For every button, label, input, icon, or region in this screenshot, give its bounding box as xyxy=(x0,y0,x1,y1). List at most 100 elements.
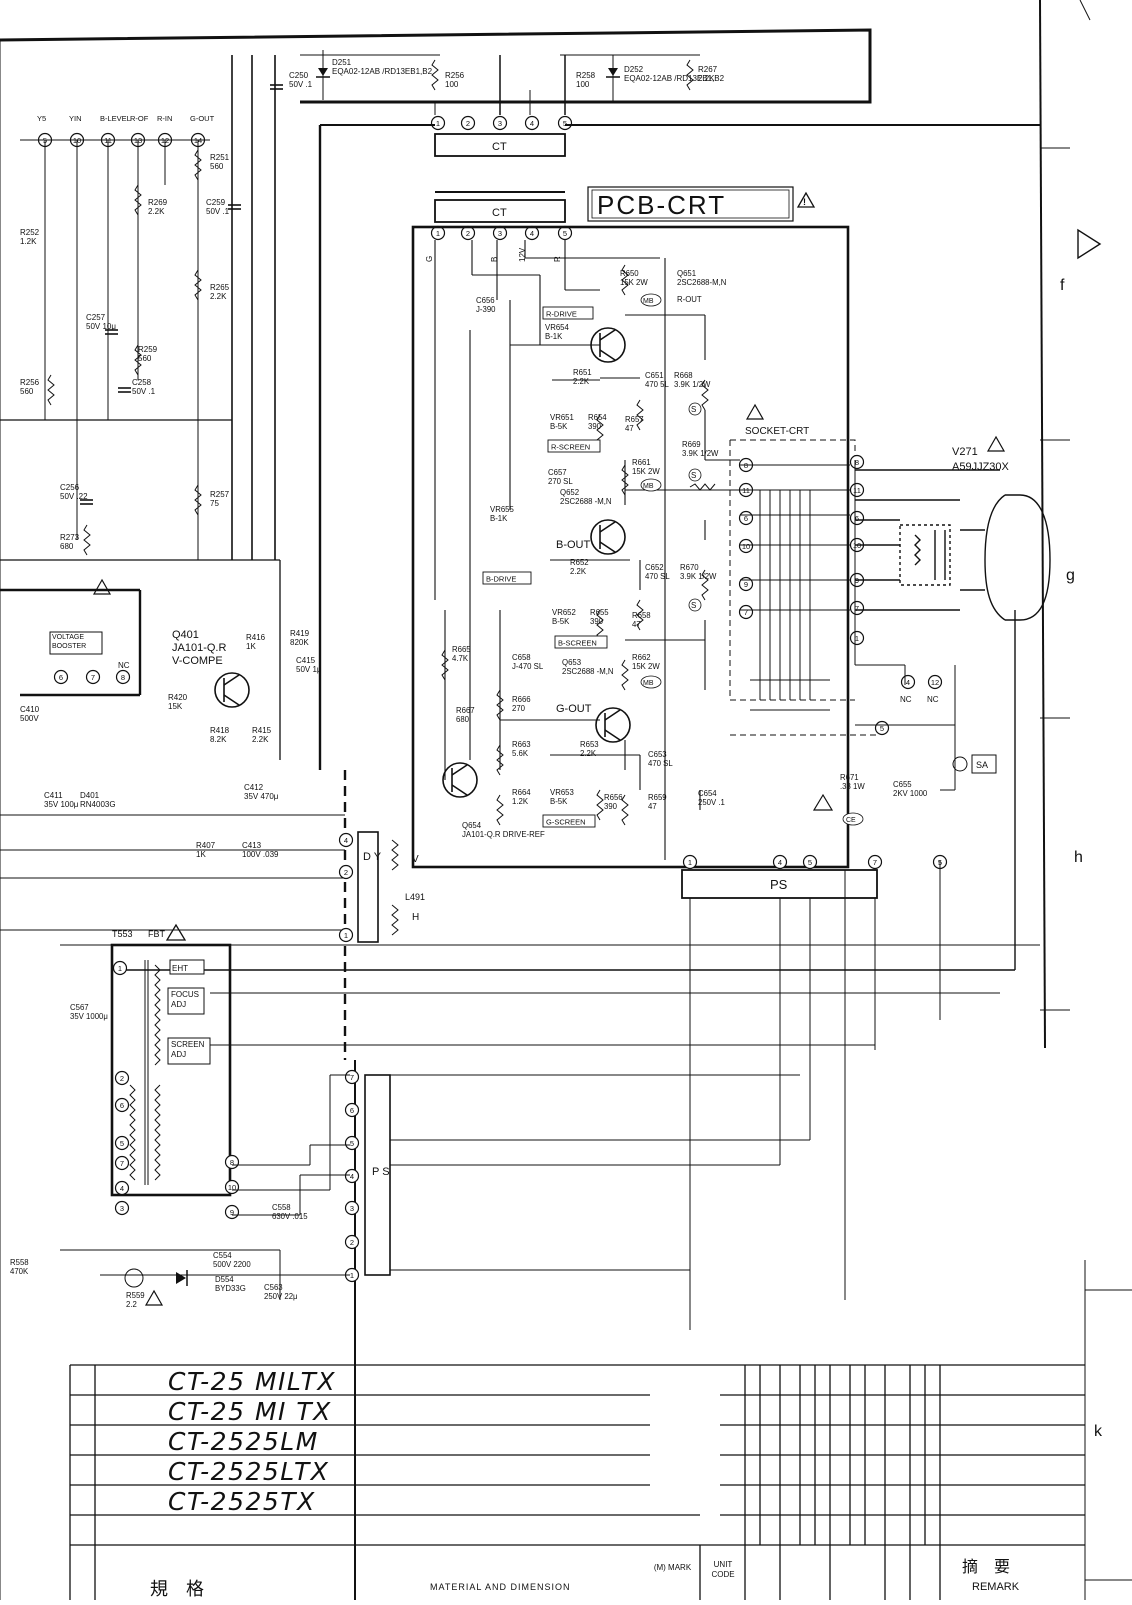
component-ref: R420 xyxy=(168,693,188,702)
component-ref: R655 xyxy=(590,608,609,617)
ct-top-pin: 1 xyxy=(430,115,446,131)
ct-top-pin-num: 3 xyxy=(498,119,502,128)
component-value: J-390 xyxy=(476,305,496,314)
socket-right-pin-num: 11 xyxy=(853,486,861,495)
component-ref: C415 xyxy=(296,656,316,665)
component-ref: R265 xyxy=(210,283,230,292)
q401-part: JA101-Q.R xyxy=(172,642,226,654)
coil-label: L491 xyxy=(405,892,425,902)
ps-left-pin-num: 2 xyxy=(350,1238,354,1247)
socket-right-pin: 7 xyxy=(849,600,865,616)
grid-letter: k xyxy=(1094,1423,1103,1440)
model-name: CT-2525LM xyxy=(168,1427,319,1456)
ps-left-pin-num: 5 xyxy=(350,1139,354,1148)
ps-pin: 4 xyxy=(772,854,788,870)
fbt-right-pin: 9 xyxy=(224,1204,240,1220)
socket-right-pin-num: 6 xyxy=(855,514,859,523)
fbt-left-pin: 2 xyxy=(114,1070,130,1086)
dy-pin-num: 4 xyxy=(344,836,348,845)
ps-left-pin-num: 7 xyxy=(350,1073,354,1082)
fbt-right-pin-num: 9 xyxy=(230,1208,234,1217)
component-ref: C652 xyxy=(645,563,664,572)
component-value: 390 xyxy=(588,422,602,431)
ct-bottom-pin-num: 1 xyxy=(436,229,440,238)
ps-pin: 7 xyxy=(867,854,883,870)
ct-bottom-pin-num: 2 xyxy=(466,229,470,238)
component-ref: C653 xyxy=(648,750,667,759)
fbt-left-pin-num: 7 xyxy=(120,1159,124,1168)
component-ref: R654 xyxy=(588,413,607,422)
component-value: 2.2K xyxy=(580,749,597,758)
socket-label: SOCKET-CRT xyxy=(745,426,809,437)
component-ref: R662 xyxy=(632,653,651,662)
component-ref: C412 xyxy=(244,783,264,792)
component-value: 2SC2688 -M,N xyxy=(560,497,612,506)
socket-left-pin-num: 9 xyxy=(744,580,748,589)
component-ref: R269 xyxy=(148,198,168,207)
component-ref: R670 xyxy=(680,563,699,572)
crt-tube-icon xyxy=(120,469,1051,971)
component-ref: R252 xyxy=(20,228,40,237)
ps-pin-num: 4 xyxy=(778,858,782,867)
fbt-left-pin: 7 xyxy=(114,1155,130,1171)
ps-left-pin: 4 xyxy=(344,1168,360,1184)
component-ref: R558 xyxy=(10,1258,29,1267)
b-screen-tag: B-SCREEN xyxy=(558,639,597,648)
component-value: 100 xyxy=(445,80,459,89)
component-value: 75 xyxy=(210,499,219,508)
component-value: 470 SL xyxy=(645,572,670,581)
socket-right-pin: 8 xyxy=(849,454,865,470)
component-value: 2.2K xyxy=(573,377,590,386)
socket-right-pin: 1 xyxy=(849,630,865,646)
component-ref: R667 xyxy=(456,706,475,715)
socket-left-pin: 6 xyxy=(738,510,754,526)
booster-pin: 6 xyxy=(53,669,69,685)
component-value: B-5K xyxy=(552,617,570,626)
mb-mark: MB xyxy=(643,298,654,305)
component-ref: C657 xyxy=(548,468,567,477)
booster-pin-num: 8 xyxy=(121,673,125,682)
socket-left-pin: 7 xyxy=(738,604,754,620)
fbt-left-pin-num: 5 xyxy=(120,1139,124,1148)
component-ref: R657 xyxy=(625,415,644,424)
component-ref: C658 xyxy=(512,653,531,662)
dy-label: D Y xyxy=(363,851,382,863)
component-value: 50V 10μ xyxy=(86,322,116,331)
fbt-left-pin-num: 6 xyxy=(120,1101,124,1110)
component-value: 390 xyxy=(604,802,618,811)
component-value: 630V .015 xyxy=(272,1212,308,1221)
component-ref: Q653 xyxy=(562,658,581,667)
fbt-left-pin: 1 xyxy=(112,960,128,976)
fbt-ref: T553 xyxy=(112,929,133,939)
ct-bottom-pin-num: 5 xyxy=(563,229,567,238)
component-ref: R259 xyxy=(138,345,158,354)
booster-pin: 8 xyxy=(115,669,131,685)
q401-ref: Q401 xyxy=(172,629,199,641)
component-value: JA101-Q.R DRIVE-REF xyxy=(462,830,545,839)
voltage-booster-label: VOLTAGE BOOSTER xyxy=(52,634,87,650)
component-ref: D252 xyxy=(624,65,644,74)
ct-top-pin-num: 1 xyxy=(436,119,440,128)
component-ref: R656 xyxy=(604,793,623,802)
component-value: 560 xyxy=(210,162,224,171)
component-value: 15K 2W xyxy=(632,467,660,476)
pcb-title: PCB-CRT xyxy=(597,190,726,220)
component-ref: C259 xyxy=(206,198,226,207)
component-value: RN4003G xyxy=(80,800,116,809)
socket-right-pin-num: 1 xyxy=(855,634,859,643)
component-ref: R665 xyxy=(452,645,471,654)
socket-left-pin: 10 xyxy=(738,538,754,554)
model-name: CT-2525LTX xyxy=(168,1457,329,1486)
component-value: 500V xyxy=(20,714,39,723)
component-ref: C256 xyxy=(60,483,80,492)
dy-pin: 2 xyxy=(338,864,354,880)
component-ref: R658 xyxy=(632,611,651,620)
component-ref: R256 xyxy=(445,71,465,80)
socket-right-pin: 6 xyxy=(849,510,865,526)
ct-top-pin: 4 xyxy=(524,115,540,131)
component-value: 2.2K xyxy=(148,207,165,216)
ct-signal-label: R xyxy=(553,256,562,262)
component-ref: R416 xyxy=(246,633,266,642)
dy-h-label: H xyxy=(412,912,419,923)
